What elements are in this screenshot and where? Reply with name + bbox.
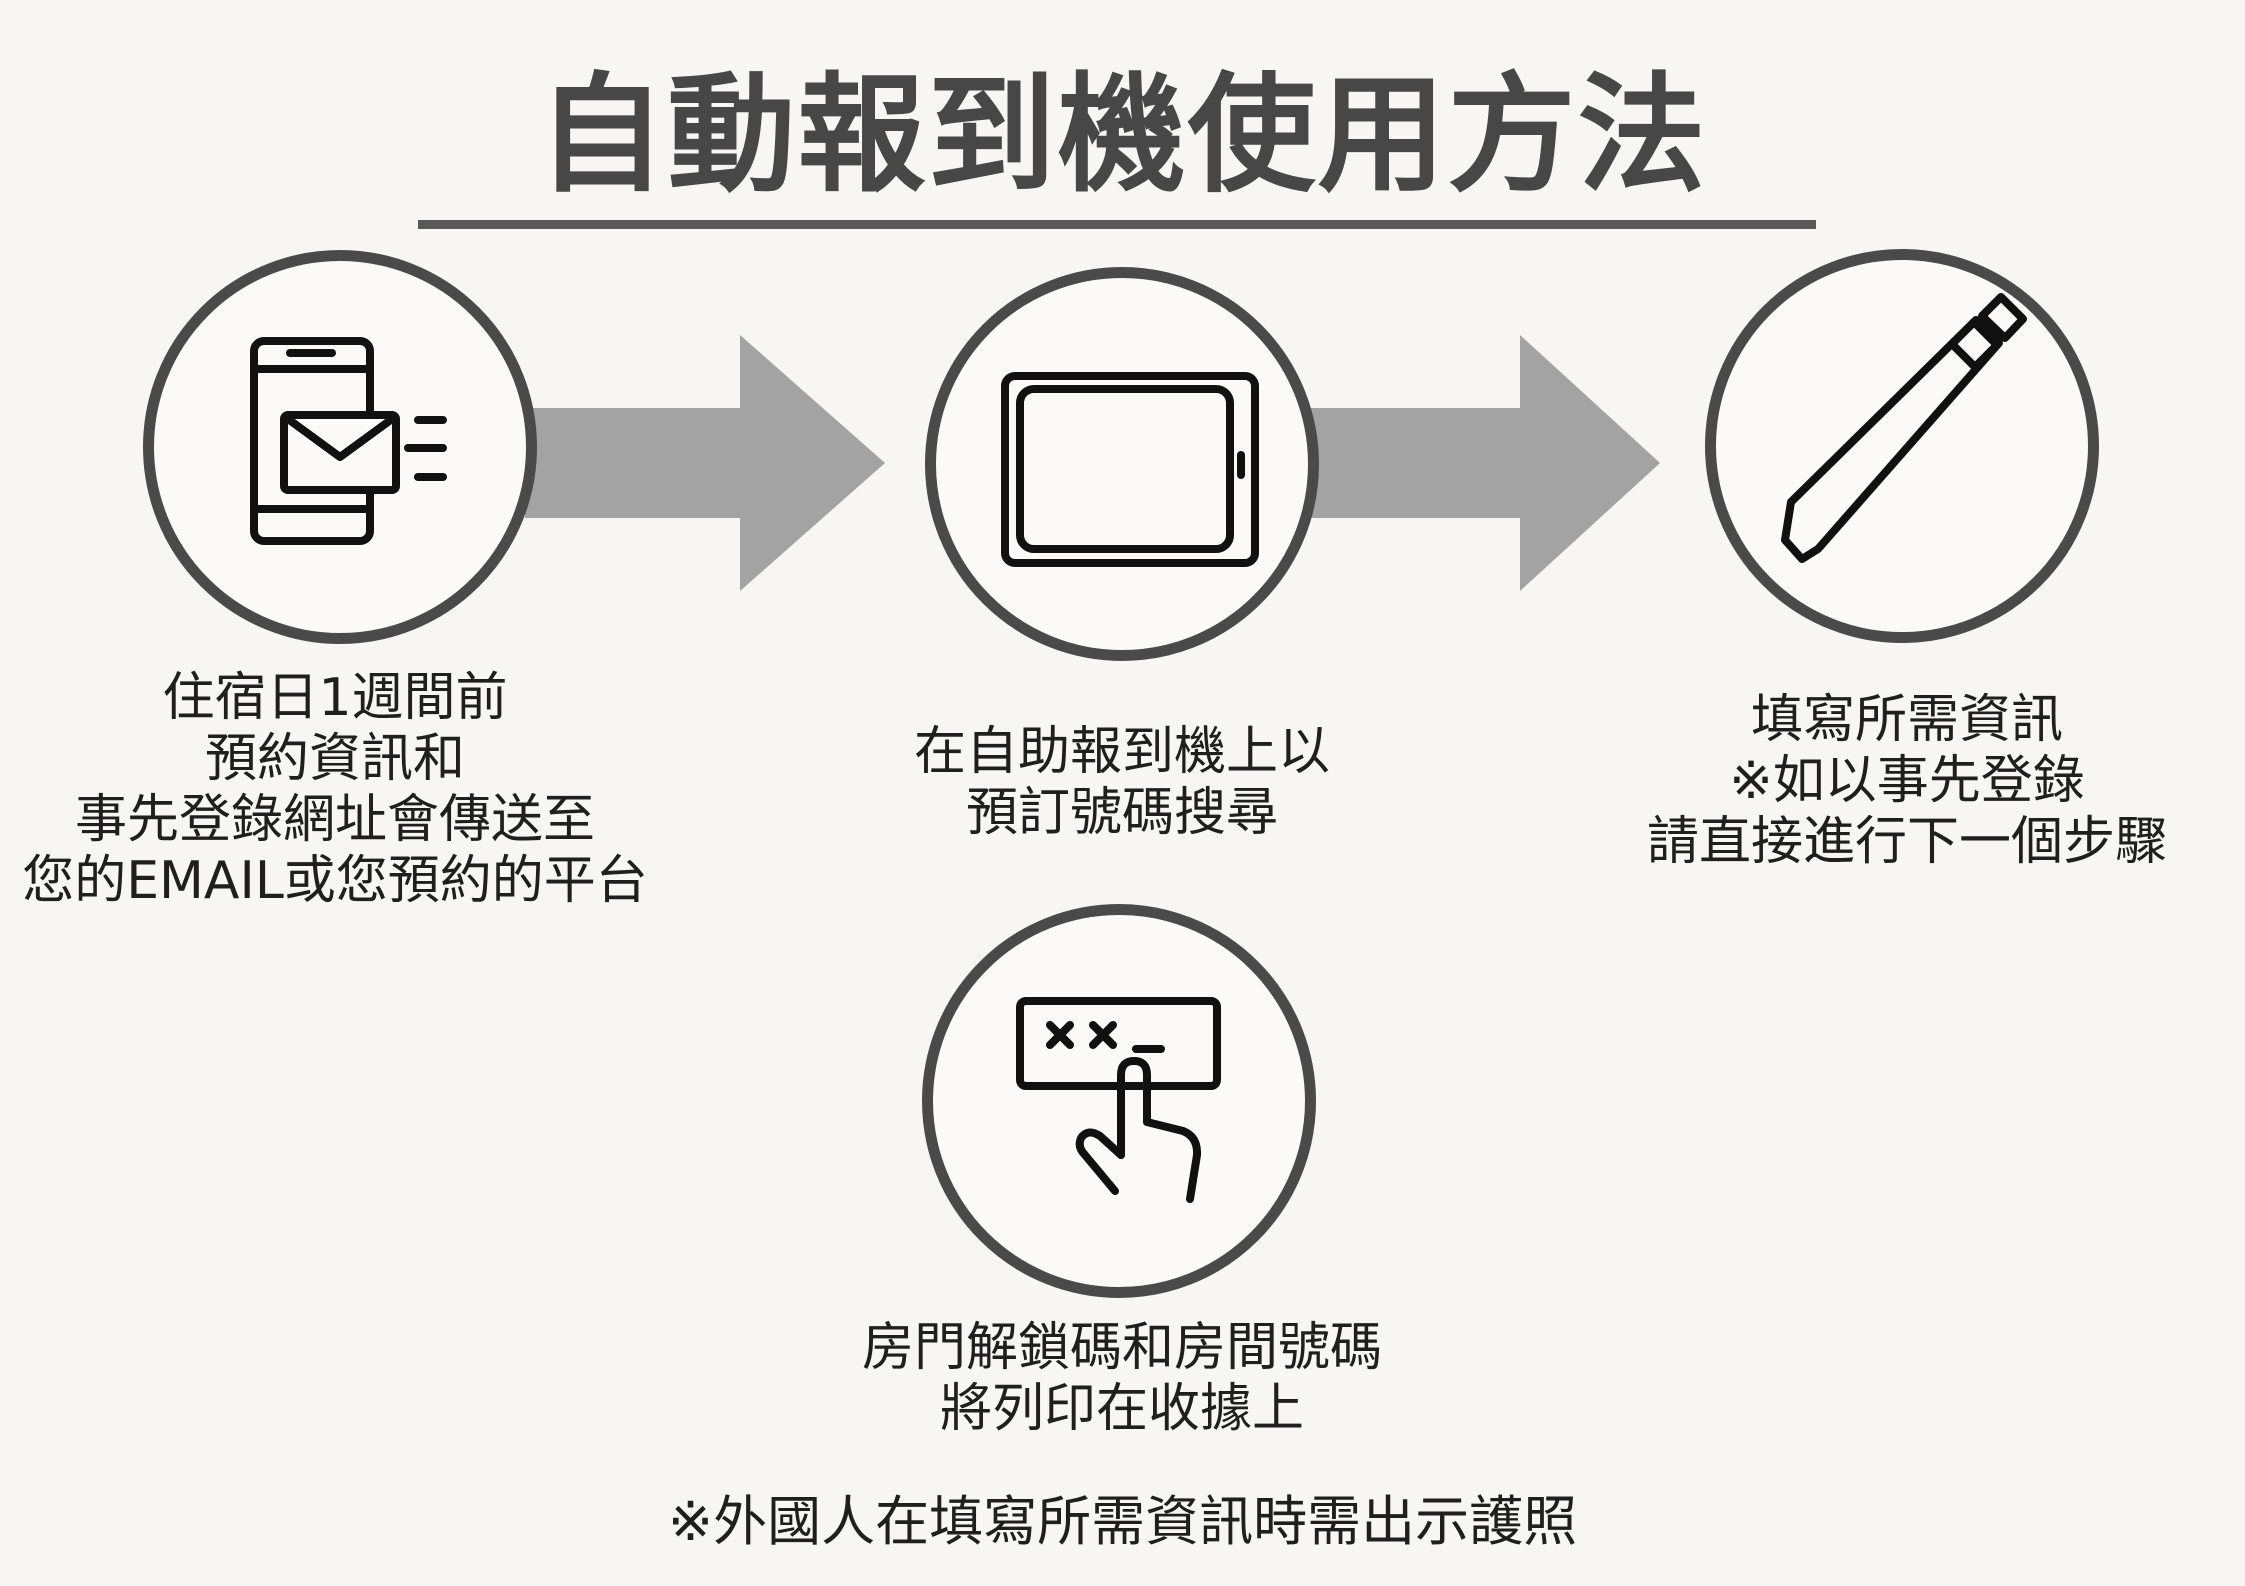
caption-line: 預約資訊和 — [204, 729, 465, 789]
step-2-circle — [925, 267, 1319, 661]
phone-email-icon — [250, 337, 447, 545]
caption-line: ※如以事先登錄 — [1729, 751, 2085, 811]
caption-line: 事先登錄網址會傳送至 — [74, 790, 595, 850]
step-3-circle — [1705, 249, 2099, 643]
keypad-tap-icon — [1016, 997, 1221, 1203]
title-underline — [418, 220, 1816, 229]
caption-line: 住宿日1週間前 — [162, 668, 508, 728]
tablet-icon — [1001, 372, 1259, 567]
caption-line: 填寫所需資訊 — [1750, 690, 2063, 750]
caption-line: 將列印在收據上 — [939, 1379, 1304, 1439]
caption-line: 您的EMAIL或您預約的平台 — [22, 851, 648, 911]
step-4-circle — [922, 904, 1316, 1298]
arrow-right-icon — [525, 335, 885, 591]
caption-line: 房門解鎖碼和房間號碼 — [861, 1318, 1382, 1378]
caption-line: 在自助報到機上以 — [913, 722, 1330, 782]
step-1-circle — [143, 250, 537, 644]
step-2-caption: 在自助報到機上以 預訂號碼搜尋 — [822, 722, 1422, 844]
pencil-icon — [1781, 293, 2027, 563]
step-4-caption: 房門解鎖碼和房間號碼 將列印在收據上 — [772, 1318, 1472, 1440]
step-1-caption: 住宿日1週間前 預約資訊和 事先登錄網址會傳送至 您的EMAIL或您預約的平台 — [0, 668, 670, 912]
step-3-caption: 填寫所需資訊 ※如以事先登錄 請直接進行下一個步驟 — [1582, 690, 2232, 873]
caption-line: 預訂號碼搜尋 — [965, 783, 1278, 843]
passport-footnote: ※外國人在填寫所需資訊時需出示護照 — [667, 1490, 1578, 1553]
caption-line: 請直接進行下一個步驟 — [1646, 812, 2167, 872]
page-title: 自動報到機使用方法 — [537, 61, 1708, 210]
arrow-right-icon — [1305, 335, 1660, 591]
